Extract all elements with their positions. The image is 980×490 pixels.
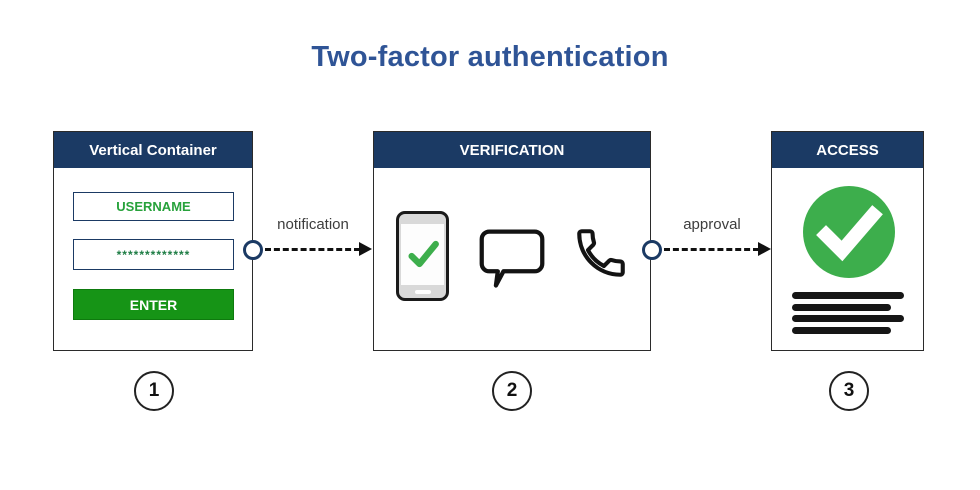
step-number-1: 1 [134, 371, 174, 411]
smartphone-screen [401, 224, 444, 285]
check-circle-icon [803, 186, 895, 278]
page-title: Two-factor authentication [311, 41, 669, 73]
text-line [792, 326, 891, 334]
password-field[interactable]: ************* [73, 239, 234, 270]
phone-handset-icon [577, 229, 625, 277]
step2-header: VERIFICATION [374, 132, 650, 168]
step1-login-box: Vertical Container USERNAME ************… [53, 131, 253, 351]
arrow-head-icon [359, 242, 372, 256]
text-lines [792, 292, 905, 338]
step2-verification-box: VERIFICATION [373, 131, 651, 351]
smartphone-homebar [414, 290, 431, 294]
text-line [792, 303, 891, 311]
step3-header: ACCESS [772, 132, 923, 168]
connector-label-notification: notification [277, 216, 349, 233]
step3-access-box: ACCESS [771, 131, 924, 351]
arrow-head-icon [758, 242, 771, 256]
text-line [792, 292, 904, 299]
smartphone-checkmark-icon [408, 240, 439, 268]
step-number-3: 3 [829, 371, 869, 411]
connector-label-approval: approval [683, 216, 741, 233]
dashed-arrow-line [265, 248, 360, 251]
chat-bubble-icon [479, 229, 545, 288]
step-number-2: 2 [492, 371, 532, 411]
enter-button[interactable]: ENTER [73, 289, 234, 320]
smartphone-check-icon [396, 211, 449, 301]
step1-header: Vertical Container [54, 132, 252, 168]
username-field[interactable]: USERNAME [73, 192, 234, 221]
text-line [792, 315, 904, 322]
connector-port-circle [642, 240, 662, 260]
connector-port-circle [243, 240, 263, 260]
checkmark-icon [816, 205, 883, 262]
dashed-arrow-line [664, 248, 759, 251]
